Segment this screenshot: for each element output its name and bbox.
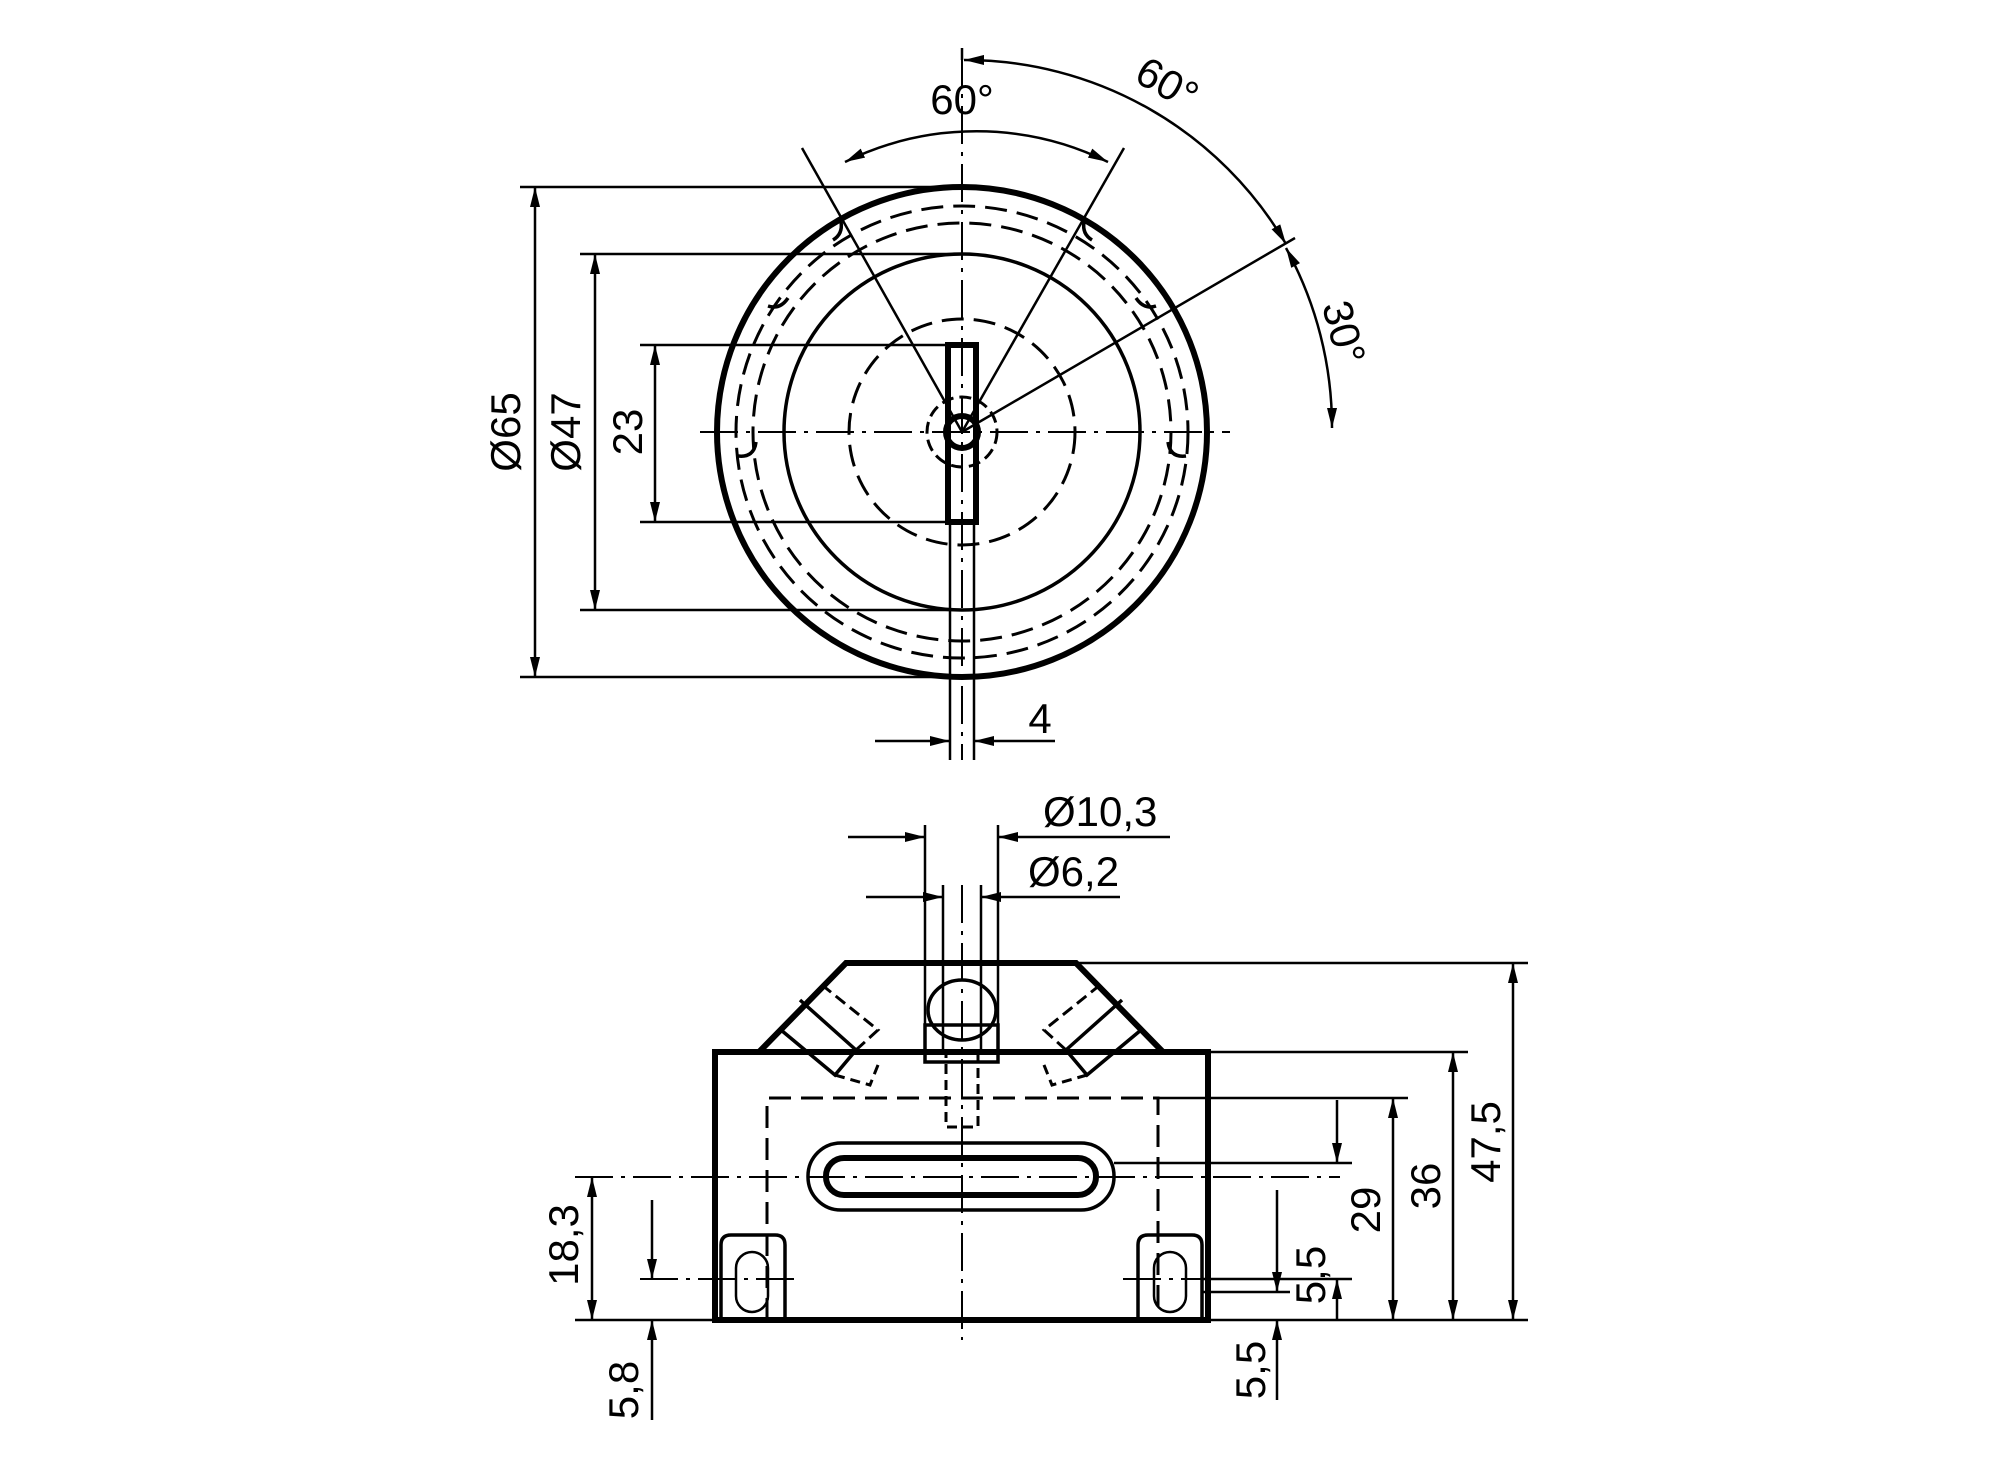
dim-angle-60-left: 60° (930, 76, 994, 123)
dim-height-47-5: 47,5 (1462, 1101, 1509, 1183)
hidden-circle-inner (847, 317, 1077, 547)
dim-diameter-47: Ø47 (542, 392, 589, 471)
angle-line-30 (961, 236, 1296, 434)
bore-nut (923, 1023, 1000, 1064)
dim-diameter-65: Ø65 (482, 392, 529, 471)
mounting-hole-left (640, 1233, 800, 1318)
dim-bore-10-3: Ø10,3 (1043, 788, 1157, 835)
dim-center-18-3: 18,3 (540, 1204, 587, 1286)
angle-arc-left-60 (844, 130, 1109, 164)
dim-angle-60-right: 60° (1128, 47, 1207, 119)
angled-pocket-right (1040, 983, 1143, 1087)
dim-bottom-5-5: 5,5 (1227, 1341, 1274, 1399)
hidden-cavity (765, 1096, 1160, 1320)
hidden-circle-outer (734, 204, 1190, 660)
dim-bottom-5-8: 5,8 (600, 1361, 647, 1419)
center-hole-hidden (925, 395, 999, 469)
dim-slot-4: 4 (1028, 695, 1051, 742)
dim-height-36: 36 (1402, 1163, 1449, 1210)
hidden-circle-mid (751, 221, 1173, 643)
angle-arc-right-60 (963, 54, 1288, 245)
angle-arc-30 (1284, 247, 1338, 429)
angle-line-left (800, 147, 964, 433)
dim-angle-30: 30° (1313, 295, 1375, 369)
dim-height-29: 29 (1342, 1187, 1389, 1234)
dim-bore-6-2: Ø6,2 (1028, 848, 1119, 895)
dim-slot-23: 23 (604, 409, 651, 456)
angled-pocket-left (779, 983, 882, 1087)
bore-cross-hole (926, 978, 998, 1042)
top-view: Ø65 Ø47 23 4 60° 60° 30° (482, 47, 1375, 760)
bore-hidden-lower (944, 1050, 980, 1129)
dim-hole-5-5: 5,5 (1287, 1246, 1334, 1304)
slot-rect (945, 342, 979, 525)
side-view: Ø10,3 Ø6,2 47,5 36 29 5,5 5,5 18,3 (540, 788, 1528, 1420)
